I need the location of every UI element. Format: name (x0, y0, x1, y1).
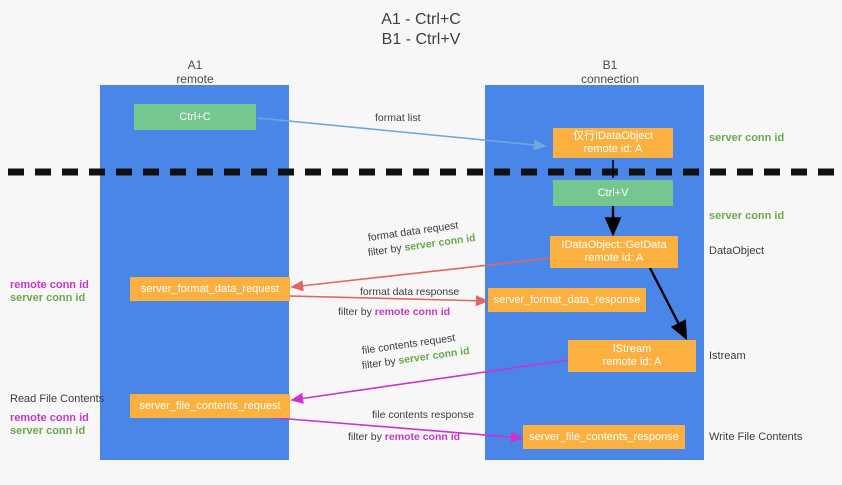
box-server-format-data-response[interactable]: server_format_data_response (488, 288, 646, 312)
filter-prefix-3: filter by (361, 354, 400, 372)
filter-value-2: remote conn id (374, 306, 451, 318)
box-idataobject-remote-line2: remote id: A (583, 143, 643, 155)
filter-prefix-4: filter by (348, 431, 385, 443)
label-istream: Istream (709, 350, 746, 362)
label-read-file-contents: Read File Contents (10, 393, 105, 405)
box-ctrl-c[interactable]: Ctrl+C (134, 104, 256, 130)
box-idataobject-getdata-line1: IDataObject::GetData (561, 239, 667, 251)
column-header-b1: B1 connection (530, 58, 690, 86)
box-idataobject-getdata-line2: remote id: A (584, 252, 644, 264)
filter-prefix-2: filter by (338, 306, 375, 318)
box-istream-remote[interactable]: IStream remote id: A (568, 340, 696, 372)
column-header-a1: A1 remote (115, 58, 275, 86)
box-ctrl-v-line1: Ctrl+V (597, 186, 629, 199)
left-conn-id-group-mid: remote conn id server conn id (10, 279, 89, 305)
box-server-format-data-response-label: server_format_data_response (493, 293, 641, 306)
label-remote-conn-id-mid: remote conn id (10, 279, 89, 291)
arrow-label-file-contents-response-group: file contents response filter by remote … (348, 408, 474, 444)
arrow-label-format-data-request-group: format data request filter by server con… (367, 219, 477, 260)
label-write-file-contents: Write File Contents (709, 431, 803, 443)
box-ctrl-c-line1: Ctrl+C (179, 110, 211, 123)
box-server-file-contents-request-label: server_file_contents_request (139, 399, 281, 412)
label-server-conn-id-mid: server conn id (10, 292, 86, 304)
box-server-file-contents-response[interactable]: server_file_contents_response (523, 425, 685, 449)
box-server-format-data-request[interactable]: server_format_data_request (130, 277, 290, 301)
box-idataobject-getdata[interactable]: IDataObject::GetData remote id: A (550, 236, 678, 268)
label-server-conn-id-top: server conn id (709, 132, 785, 144)
column-header-a1-name: A1 (187, 58, 203, 72)
filter-prefix-1: filter by (367, 241, 406, 259)
arrow-label-format-list: format list (375, 112, 421, 124)
label-server-conn-id-second: server conn id (709, 210, 785, 222)
column-header-b1-sub: connection (580, 72, 640, 86)
box-istream-remote-line2: remote id: A (602, 356, 662, 368)
page-title: A1 - Ctrl+C B1 - Ctrl+V (381, 11, 461, 48)
box-idataobject-remote-line1: 仅行IDataObject (572, 130, 654, 142)
column-header-b1-name: B1 (602, 58, 618, 72)
arrow-label-format-data-response-filter: filter by remote conn id (338, 305, 459, 319)
column-header-a1-sub: remote (176, 72, 214, 86)
label-server-conn-id-bottom: server conn id (10, 425, 86, 437)
box-ctrl-v[interactable]: Ctrl+V (553, 180, 673, 206)
label-dataobject: DataObject (709, 245, 765, 257)
left-conn-id-group-bottom: remote conn id server conn id (10, 412, 89, 438)
arrow-label-format-data-response-group: format data response filter by remote co… (338, 285, 459, 319)
box-server-file-contents-request[interactable]: server_file_contents_request (130, 394, 290, 418)
box-istream-remote-line1: IStream (612, 343, 652, 355)
box-server-file-contents-response-label: server_file_contents_response (529, 430, 679, 443)
arrow-label-format-data-response: format data response (360, 286, 460, 298)
arrow-label-file-contents-response: file contents response (372, 409, 475, 421)
arrow-label-file-contents-request-group: file contents request filter by server c… (361, 332, 471, 373)
arrow-label-file-contents-response-filter: filter by remote conn id (348, 430, 474, 444)
filter-value-4: remote conn id (384, 431, 461, 443)
box-idataobject-remote[interactable]: 仅行IDataObject remote id: A (553, 128, 673, 158)
box-server-format-data-request-label: server_format_data_request (140, 282, 280, 295)
label-remote-conn-id-bottom: remote conn id (10, 412, 89, 424)
